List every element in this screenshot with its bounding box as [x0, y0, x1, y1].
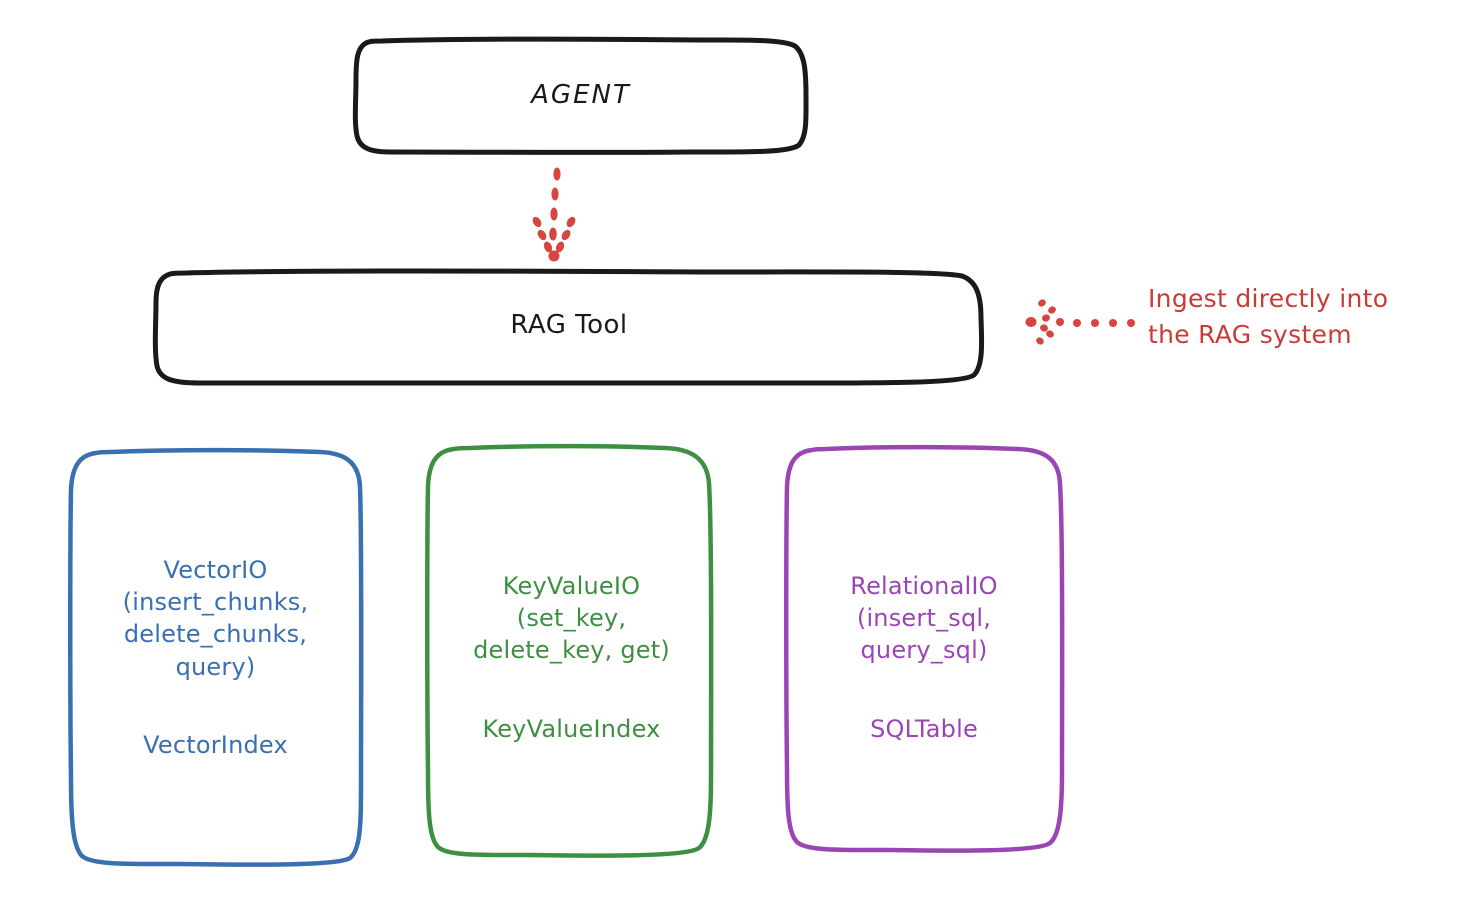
rag-tool-box-outline	[152, 268, 985, 386]
vector-store-box-outline	[68, 447, 364, 867]
agent-box-outline	[352, 36, 809, 155]
vector-store-node[interactable]	[68, 447, 364, 867]
rag-tool-node[interactable]	[152, 268, 985, 386]
ingest-to-rag-connector	[1025, 299, 1135, 345]
relational-store-box-outline	[784, 444, 1065, 853]
agent-node[interactable]	[352, 36, 809, 155]
agent-to-rag-connector	[532, 167, 576, 262]
relational-store-node[interactable]	[784, 444, 1065, 853]
keyvalue-store-box-outline	[425, 443, 714, 858]
keyvalue-store-node[interactable]	[425, 443, 714, 858]
